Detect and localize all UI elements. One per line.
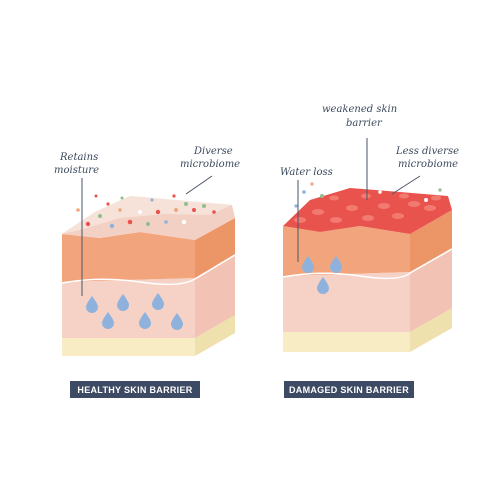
damaged-badge: DAMAGED SKIN BARRIER xyxy=(284,381,414,398)
water-drop-icon xyxy=(117,294,129,311)
water-drop-icon xyxy=(171,313,183,330)
microbe-dot xyxy=(172,194,176,198)
crack-patch xyxy=(399,193,409,199)
healthy-orange-layer-front xyxy=(62,232,195,282)
water-loss-dots xyxy=(294,182,314,208)
microbe-dot xyxy=(120,196,124,200)
microbe-dot xyxy=(378,190,382,194)
crack-patch xyxy=(346,205,358,211)
crack-patch xyxy=(408,201,420,207)
less-diverse-pointer xyxy=(391,175,421,195)
damaged-dermis-side xyxy=(410,308,452,352)
water-loss-label: Water loss xyxy=(280,167,333,178)
microbe-dot xyxy=(184,202,188,206)
water-loss-dot xyxy=(302,190,306,194)
water-drop-icon xyxy=(102,312,114,329)
microbe-dot xyxy=(202,204,206,208)
damaged-skin-block xyxy=(282,138,453,352)
diverse-label-line1: Diverse xyxy=(193,146,233,157)
retains-label-line1: Retains xyxy=(59,152,98,163)
diverse-label-line2: microbiome xyxy=(180,159,240,170)
weakened-label-line2: barrier xyxy=(346,118,383,129)
healthy-badge: HEALTHY SKIN BARRIER xyxy=(70,381,200,398)
microbe-dot xyxy=(174,208,178,212)
healthy-badge-bg xyxy=(70,381,200,398)
healthy-orange-layer-side xyxy=(195,218,235,278)
healthy-pink-layer-side xyxy=(195,254,235,338)
crack-patch xyxy=(330,217,342,223)
microbe-dot xyxy=(146,222,150,226)
water-loss-dot xyxy=(294,204,298,208)
microbe-dot xyxy=(138,210,142,214)
microbe-dot xyxy=(85,221,91,227)
microbe-dot xyxy=(424,198,428,202)
healthy-microbiome-dots xyxy=(76,194,216,229)
crack-patch xyxy=(361,193,371,199)
damaged-microbiome-dots xyxy=(320,188,442,202)
damaged-pink-layer-side xyxy=(410,248,452,332)
water-loss-dot xyxy=(310,182,314,186)
retains-label-line2: moisture xyxy=(54,165,99,176)
healthy-pink-layer-front xyxy=(62,278,195,338)
weakened-label-line1: weakened skin xyxy=(322,104,397,115)
microbe-dot xyxy=(320,194,324,198)
damaged-layer-wave xyxy=(282,248,453,280)
crack-patch xyxy=(378,203,390,209)
microbe-dot xyxy=(94,194,98,198)
healthy-dermis-side xyxy=(195,315,235,356)
water-drop-icon xyxy=(302,256,314,273)
microbe-dot xyxy=(181,219,187,225)
diverse-microbiome-pointer xyxy=(185,175,213,195)
damaged-top-surface xyxy=(283,188,452,234)
microbe-dot xyxy=(109,223,115,229)
healthy-layer-wave xyxy=(61,254,236,286)
damaged-badge-label: DAMAGED SKIN BARRIER xyxy=(289,385,409,395)
water-drop-icon xyxy=(317,277,329,294)
damaged-orange-layer-side xyxy=(410,210,452,272)
microbe-dot xyxy=(212,210,216,214)
microbe-dot xyxy=(127,219,133,225)
microbe-dot xyxy=(155,209,161,215)
healthy-dermis-front xyxy=(62,338,195,356)
crack-patch xyxy=(329,195,339,201)
crack-patch xyxy=(362,215,374,221)
damaged-cracks xyxy=(294,193,441,223)
less-diverse-label-line1: Less diverse xyxy=(395,146,459,157)
microbe-dot xyxy=(438,188,442,192)
water-drop-icon xyxy=(86,296,98,313)
microbe-dot xyxy=(192,208,196,212)
damaged-badge-bg xyxy=(284,381,414,398)
microbe-dot xyxy=(76,208,80,212)
water-drop-icon xyxy=(152,293,164,310)
crack-patch xyxy=(392,213,404,219)
healthy-badge-label: HEALTHY SKIN BARRIER xyxy=(77,385,192,395)
water-drop-icon xyxy=(139,312,151,329)
damaged-water-drops xyxy=(302,256,342,294)
crack-patch xyxy=(294,217,306,223)
microbe-dot xyxy=(118,208,122,212)
microbe-dot xyxy=(150,198,154,202)
healthy-top-surface-shade xyxy=(62,196,232,234)
crack-patch xyxy=(424,205,436,211)
crack-patch xyxy=(431,195,441,201)
less-diverse-label-line2: microbiome xyxy=(398,159,458,170)
microbe-dot xyxy=(164,220,168,224)
microbe-dot xyxy=(98,214,102,218)
healthy-skin-block xyxy=(61,175,236,356)
healthy-water-drops xyxy=(86,293,183,330)
microbe-dot xyxy=(106,202,110,206)
crack-patch xyxy=(312,209,324,215)
damaged-orange-layer-front xyxy=(283,226,410,276)
damaged-pink-layer-front xyxy=(283,272,410,332)
water-drop-icon xyxy=(330,256,342,273)
damaged-dermis-front xyxy=(283,332,410,352)
